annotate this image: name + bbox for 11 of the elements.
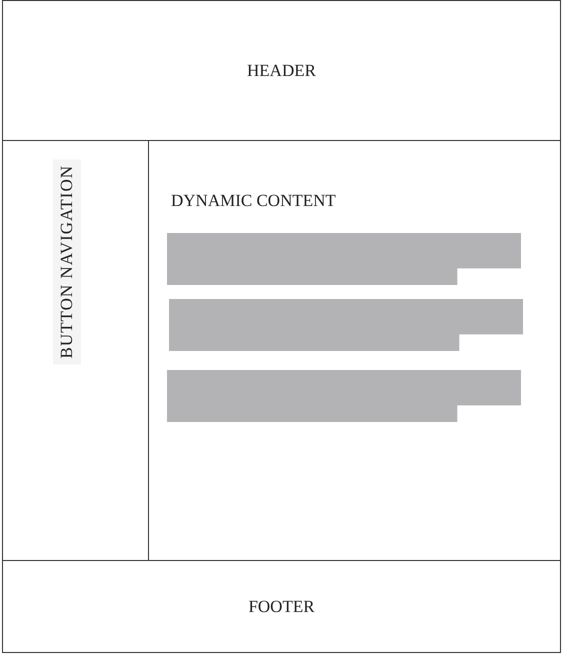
footer-section — [2, 560, 561, 653]
text-placeholder-bar — [167, 370, 521, 422]
text-placeholder-bar — [167, 233, 521, 285]
section-heading: FOOTER — [248, 596, 315, 616]
section-heading: HEADER — [247, 61, 316, 81]
text-placeholder-bar — [169, 299, 523, 351]
content-panel — [148, 140, 561, 562]
vertical-heading: BUTTON NAVIGATION — [53, 159, 81, 364]
section-heading: DYNAMIC CONTENT — [171, 191, 336, 211]
header-section — [2, 0, 561, 142]
navigation-panel — [2, 140, 150, 562]
